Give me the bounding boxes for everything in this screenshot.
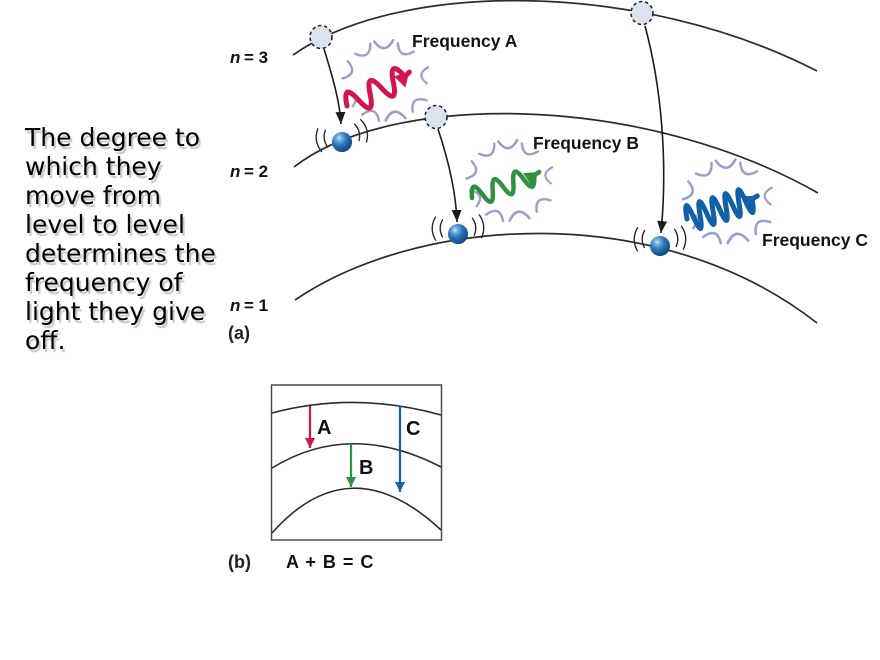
frequency-c-label: Frequency C	[762, 230, 868, 250]
transition-arrow-b	[437, 128, 462, 223]
level-label-n3-symbol: n	[230, 48, 240, 67]
panel-b-arc-bottom	[271, 487, 442, 534]
panel-b-label-c: C	[406, 418, 420, 440]
electron-sphere-c	[650, 236, 670, 256]
panel-a-label: (a)	[228, 323, 250, 343]
level-label-n1-value: = 1	[244, 296, 268, 315]
caption-line: light they give	[25, 297, 206, 326]
electron-sphere-a	[332, 132, 352, 152]
panel-a: n = 3 n = 2 n = 1 (a)	[228, 0, 868, 343]
orbit-n2	[293, 112, 819, 194]
vacancy-circle-n2	[424, 104, 448, 130]
panel-b-arc-top	[271, 401, 442, 416]
panel-b-label-b: B	[359, 457, 373, 479]
electron-sphere-b	[448, 224, 468, 244]
caption-line: The degree to	[25, 123, 201, 152]
level-label-n1-symbol: n	[230, 296, 240, 315]
panel-b-label: (b)	[228, 552, 251, 572]
vacancy-circle-n3-right	[630, 0, 654, 26]
photon-wave-b	[469, 169, 542, 205]
caption-line: off.	[25, 326, 66, 355]
caption-text: The degree to which they move from level…	[25, 123, 237, 355]
photon-wave-a	[343, 66, 412, 111]
panel-b-equation: A + B = C	[286, 552, 374, 572]
panel-b-label-a: A	[317, 417, 331, 439]
level-label-n2-symbol: n	[230, 162, 240, 181]
frequency-b-label: Frequency B	[533, 133, 639, 153]
light-burst-a	[343, 40, 429, 121]
photon-wave-c	[683, 187, 760, 231]
level-label-n3-value: = 3	[244, 48, 268, 67]
panel-b-box	[270, 384, 443, 541]
transition-arrow-c	[644, 25, 668, 234]
orbit-n1	[294, 232, 818, 324]
frequency-a-label: Frequency A	[412, 31, 518, 51]
caption-line: frequency of	[25, 268, 183, 297]
caption-line: level to level	[25, 210, 185, 239]
caption-line: determines the	[25, 239, 216, 268]
vacancy-circle-n3-left	[309, 24, 333, 50]
panel-b-arc-middle	[271, 442, 442, 469]
panel-b: A B C (b) A + B = C	[228, 384, 443, 572]
transition-arrow-a	[323, 48, 346, 125]
level-label-n2-value: = 2	[244, 162, 268, 181]
caption-line: move from	[25, 181, 161, 210]
caption-line: which they	[25, 152, 162, 181]
orbit-n3	[292, 0, 818, 72]
